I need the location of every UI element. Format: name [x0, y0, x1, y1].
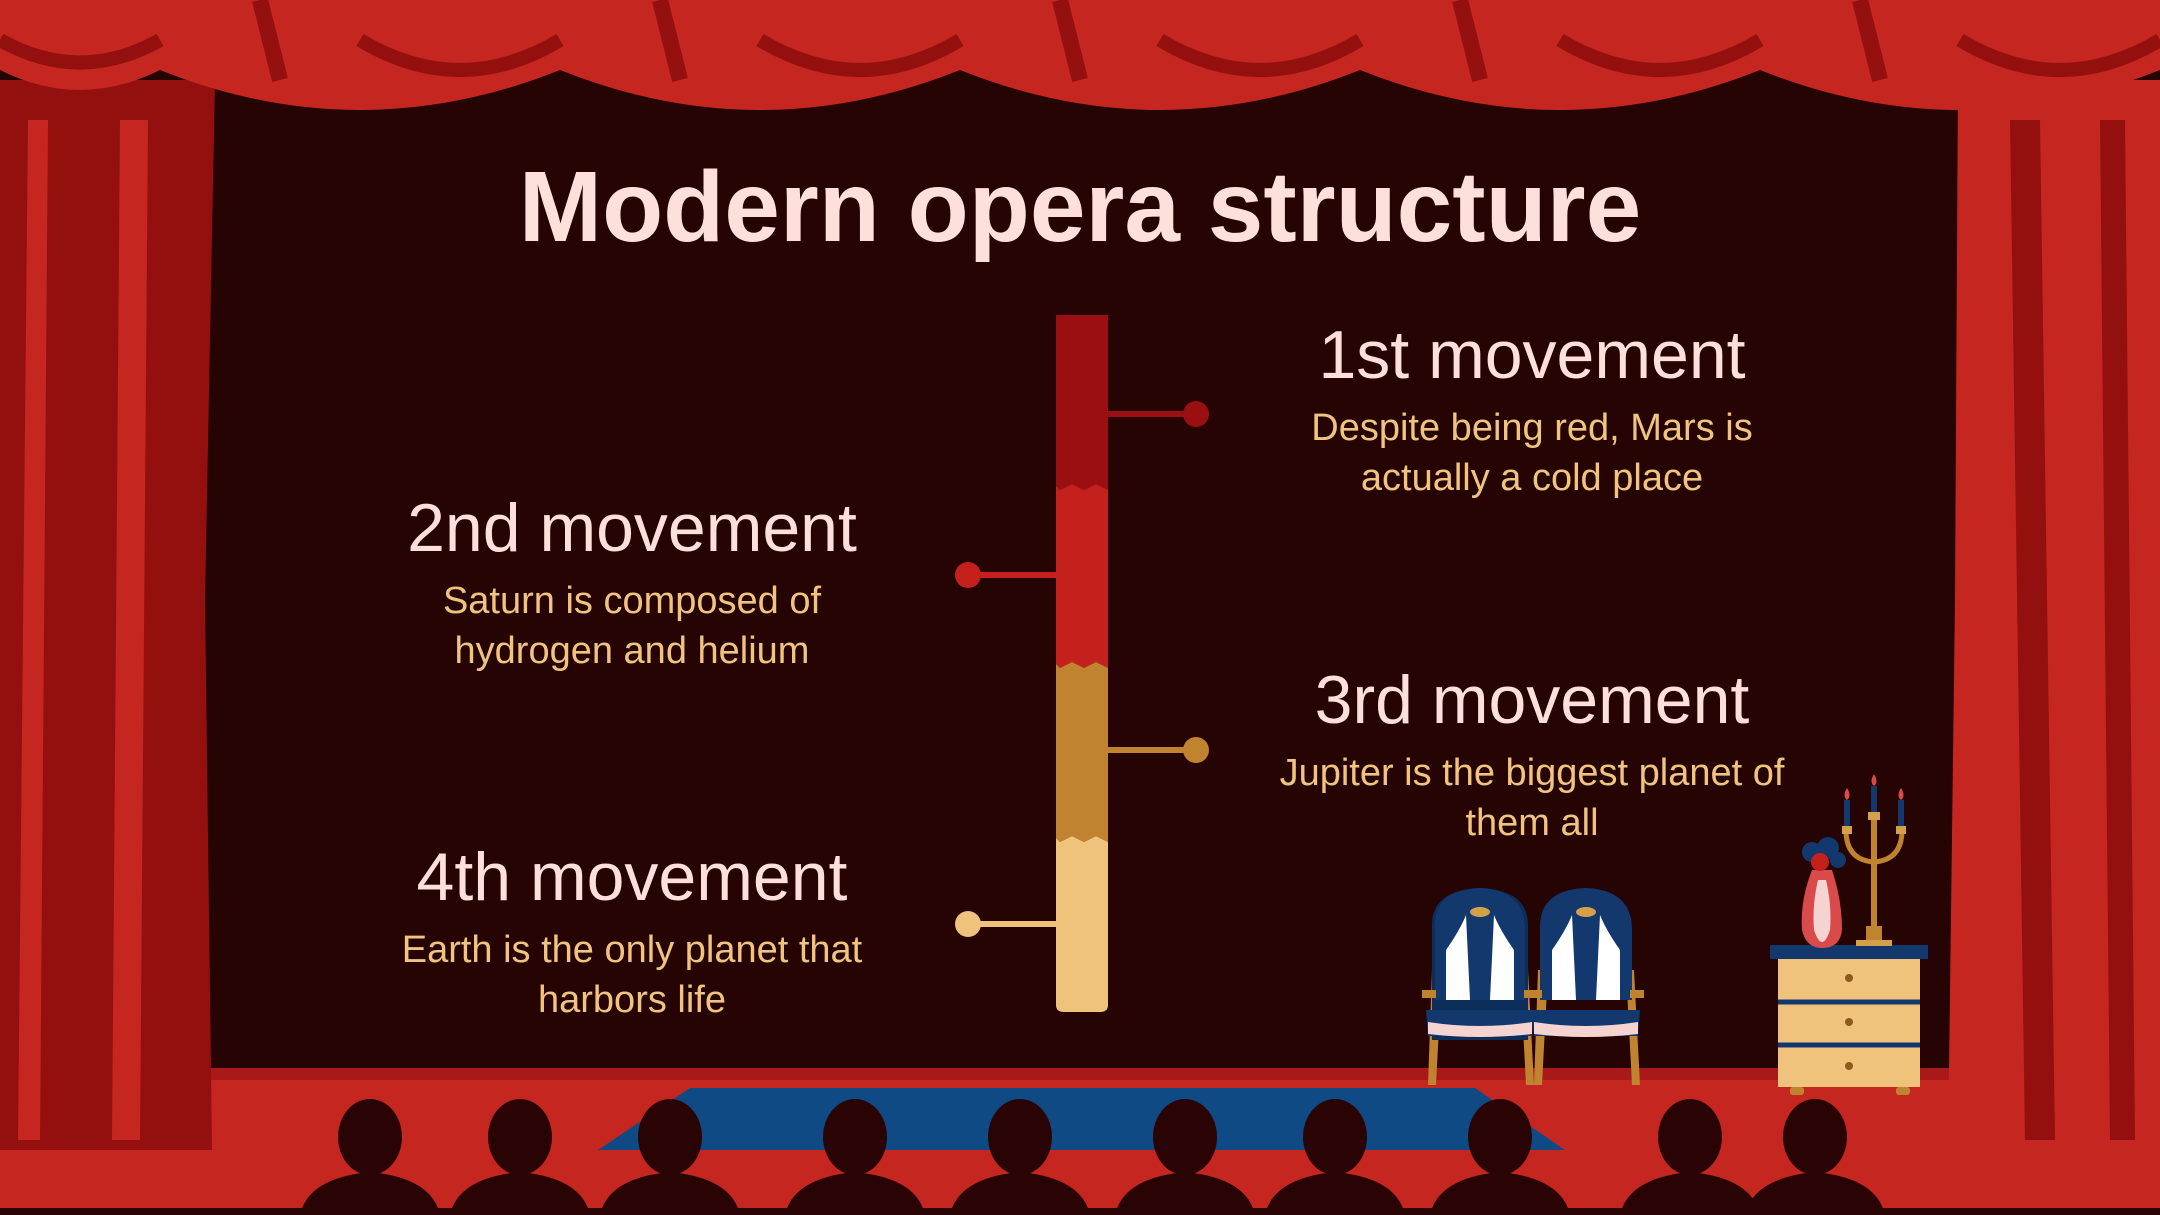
dresser — [1770, 945, 1928, 1095]
audience-shoulders — [1620, 1172, 1760, 1215]
page-title: Modern opera structure — [518, 151, 1642, 263]
movement-1-description-line: Despite being red, Mars is — [1311, 406, 1753, 449]
movement-4-description: Earth is the only planet that harbors li… — [272, 925, 992, 1025]
movement-1-description: Despite being red, Mars is actually a co… — [1172, 403, 1892, 503]
flower-vase — [1801, 837, 1846, 948]
audience-silhouettes — [300, 1099, 1885, 1215]
audience-head — [1153, 1099, 1217, 1175]
movement-1-heading: 1st movement — [1318, 317, 1746, 393]
movement-4-heading: 4th movement — [416, 839, 848, 915]
audience-head — [823, 1099, 887, 1175]
connector-1 — [1108, 401, 1209, 427]
top-valance — [0, 0, 2160, 110]
movement-3-heading: 3rd movement — [1314, 662, 1750, 738]
audience-head — [1658, 1099, 1722, 1175]
movement-2-description: Saturn is composed of hydrogen and heliu… — [272, 576, 992, 676]
timeline-segment-2 — [1056, 484, 1108, 668]
connector-3-dot — [1183, 737, 1209, 763]
audience-shoulders — [450, 1172, 590, 1215]
movement-3-description: Jupiter is the biggest planet of them al… — [1172, 748, 1892, 848]
connector-1-dot — [1183, 401, 1209, 427]
audience-head — [1783, 1099, 1847, 1175]
movement-2-description-line: Saturn is composed of — [442, 579, 822, 622]
connector-4 — [955, 911, 1056, 937]
right-curtain — [1948, 80, 2160, 1150]
audience-head — [488, 1099, 552, 1175]
audience-head — [1303, 1099, 1367, 1175]
audience-head — [338, 1099, 402, 1175]
audience-shoulders — [1745, 1172, 1885, 1215]
audience-head — [988, 1099, 1052, 1175]
chair-left — [1422, 888, 1538, 1085]
movement-4: 4th movement Earth is the only planet th… — [272, 840, 992, 1025]
audience-shoulders — [785, 1172, 925, 1215]
movement-1: 1st movement Despite being red, Mars is … — [1172, 318, 1892, 503]
stage-edge — [0, 1068, 2160, 1080]
audience-shoulders — [950, 1172, 1090, 1215]
left-curtain — [0, 80, 215, 1150]
movement-2-heading: 2nd movement — [407, 490, 857, 566]
movement-2-description-line: hydrogen and helium — [454, 629, 810, 672]
connector-2-dot — [955, 562, 981, 588]
movement-2: 2nd movement Saturn is composed of hydro… — [272, 491, 992, 676]
audience-shoulders — [600, 1172, 740, 1215]
timeline-segment-4 — [1056, 836, 1108, 1012]
connector-4-dot — [955, 911, 981, 937]
movement-3: 3rd movement Jupiter is the biggest plan… — [1172, 663, 1892, 848]
chair-right — [1528, 888, 1644, 1085]
stage-rug — [598, 1088, 1565, 1150]
audience-head — [1468, 1099, 1532, 1175]
movement-3-description-line: them all — [1465, 801, 1599, 844]
timeline-bar — [1056, 315, 1108, 1012]
audience-head — [638, 1099, 702, 1175]
movement-1-description-line: actually a cold place — [1360, 456, 1704, 499]
movement-3-description-line: Jupiter is the biggest planet of — [1279, 751, 1785, 794]
audience-shoulders — [1430, 1172, 1570, 1215]
audience-shoulders — [1265, 1172, 1405, 1215]
connector-2 — [955, 562, 1056, 588]
connector-3 — [1108, 737, 1209, 763]
audience-shoulders — [300, 1172, 440, 1215]
candelabra — [1842, 774, 1906, 946]
timeline-segment-3 — [1056, 662, 1108, 842]
movement-4-description-line: harbors life — [538, 978, 726, 1021]
timeline-segment-1 — [1056, 315, 1108, 490]
audience-shoulders — [1115, 1172, 1255, 1215]
movement-4-description-line: Earth is the only planet that — [401, 928, 863, 971]
